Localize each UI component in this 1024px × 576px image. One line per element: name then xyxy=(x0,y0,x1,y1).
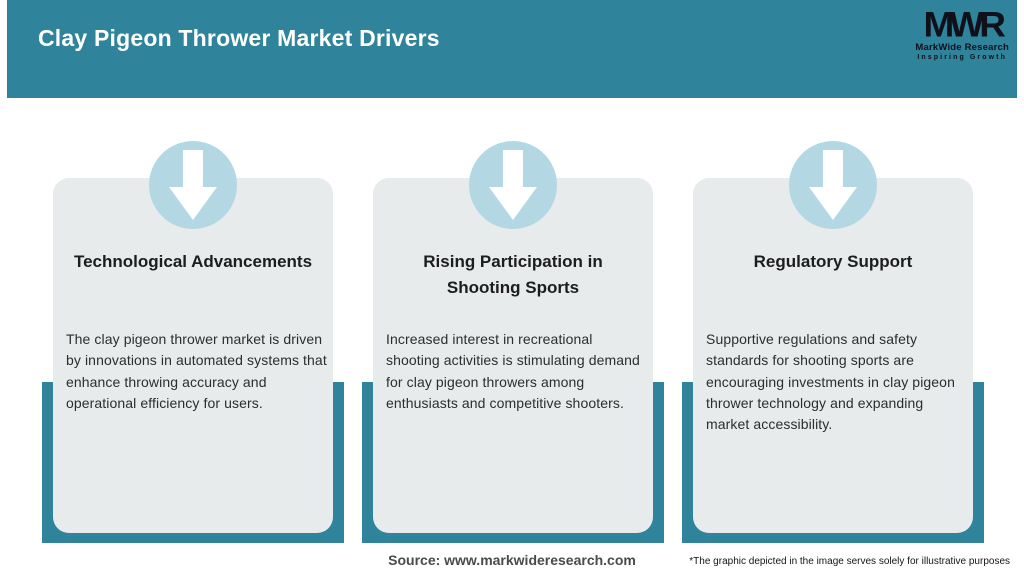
card-body: Supportive regulations and safety standa… xyxy=(706,331,955,433)
logo-company-name: MarkWide Research xyxy=(915,42,1009,53)
card-body: Increased interest in recreational shoot… xyxy=(386,331,640,411)
down-arrow-icon xyxy=(789,141,877,229)
driver-card-regulatory-support: Regulatory Support Supportive regulation… xyxy=(693,178,973,533)
card-title: Technological Advancements xyxy=(73,252,313,271)
driver-card-rising-participation: Rising Participation in Shooting Sports … xyxy=(373,178,653,533)
driver-card-technological-advancements: Technological Advancements The clay pige… xyxy=(53,178,333,533)
source-line: Source: www.markwideresearch.com xyxy=(388,552,636,568)
card-title: Regulatory Support xyxy=(753,252,913,271)
disclaimer-note: *The graphic depicted in the image serve… xyxy=(689,556,1010,567)
markwide-research-logo: MWR MarkWide Research Inspiring Growth xyxy=(915,4,1009,61)
card-title: Rising Participation in Shooting Sports xyxy=(423,252,603,297)
header-band: Clay Pigeon Thrower Market Drivers MWR M… xyxy=(7,0,1017,98)
down-arrow-icon xyxy=(149,141,237,229)
down-arrow-icon xyxy=(469,141,557,229)
logo-tagline: Inspiring Growth xyxy=(917,54,1007,61)
logo-monogram: MWR xyxy=(923,4,1005,45)
page-title: Clay Pigeon Thrower Market Drivers xyxy=(38,25,440,51)
card-body: The clay pigeon thrower market is driven… xyxy=(66,331,327,411)
